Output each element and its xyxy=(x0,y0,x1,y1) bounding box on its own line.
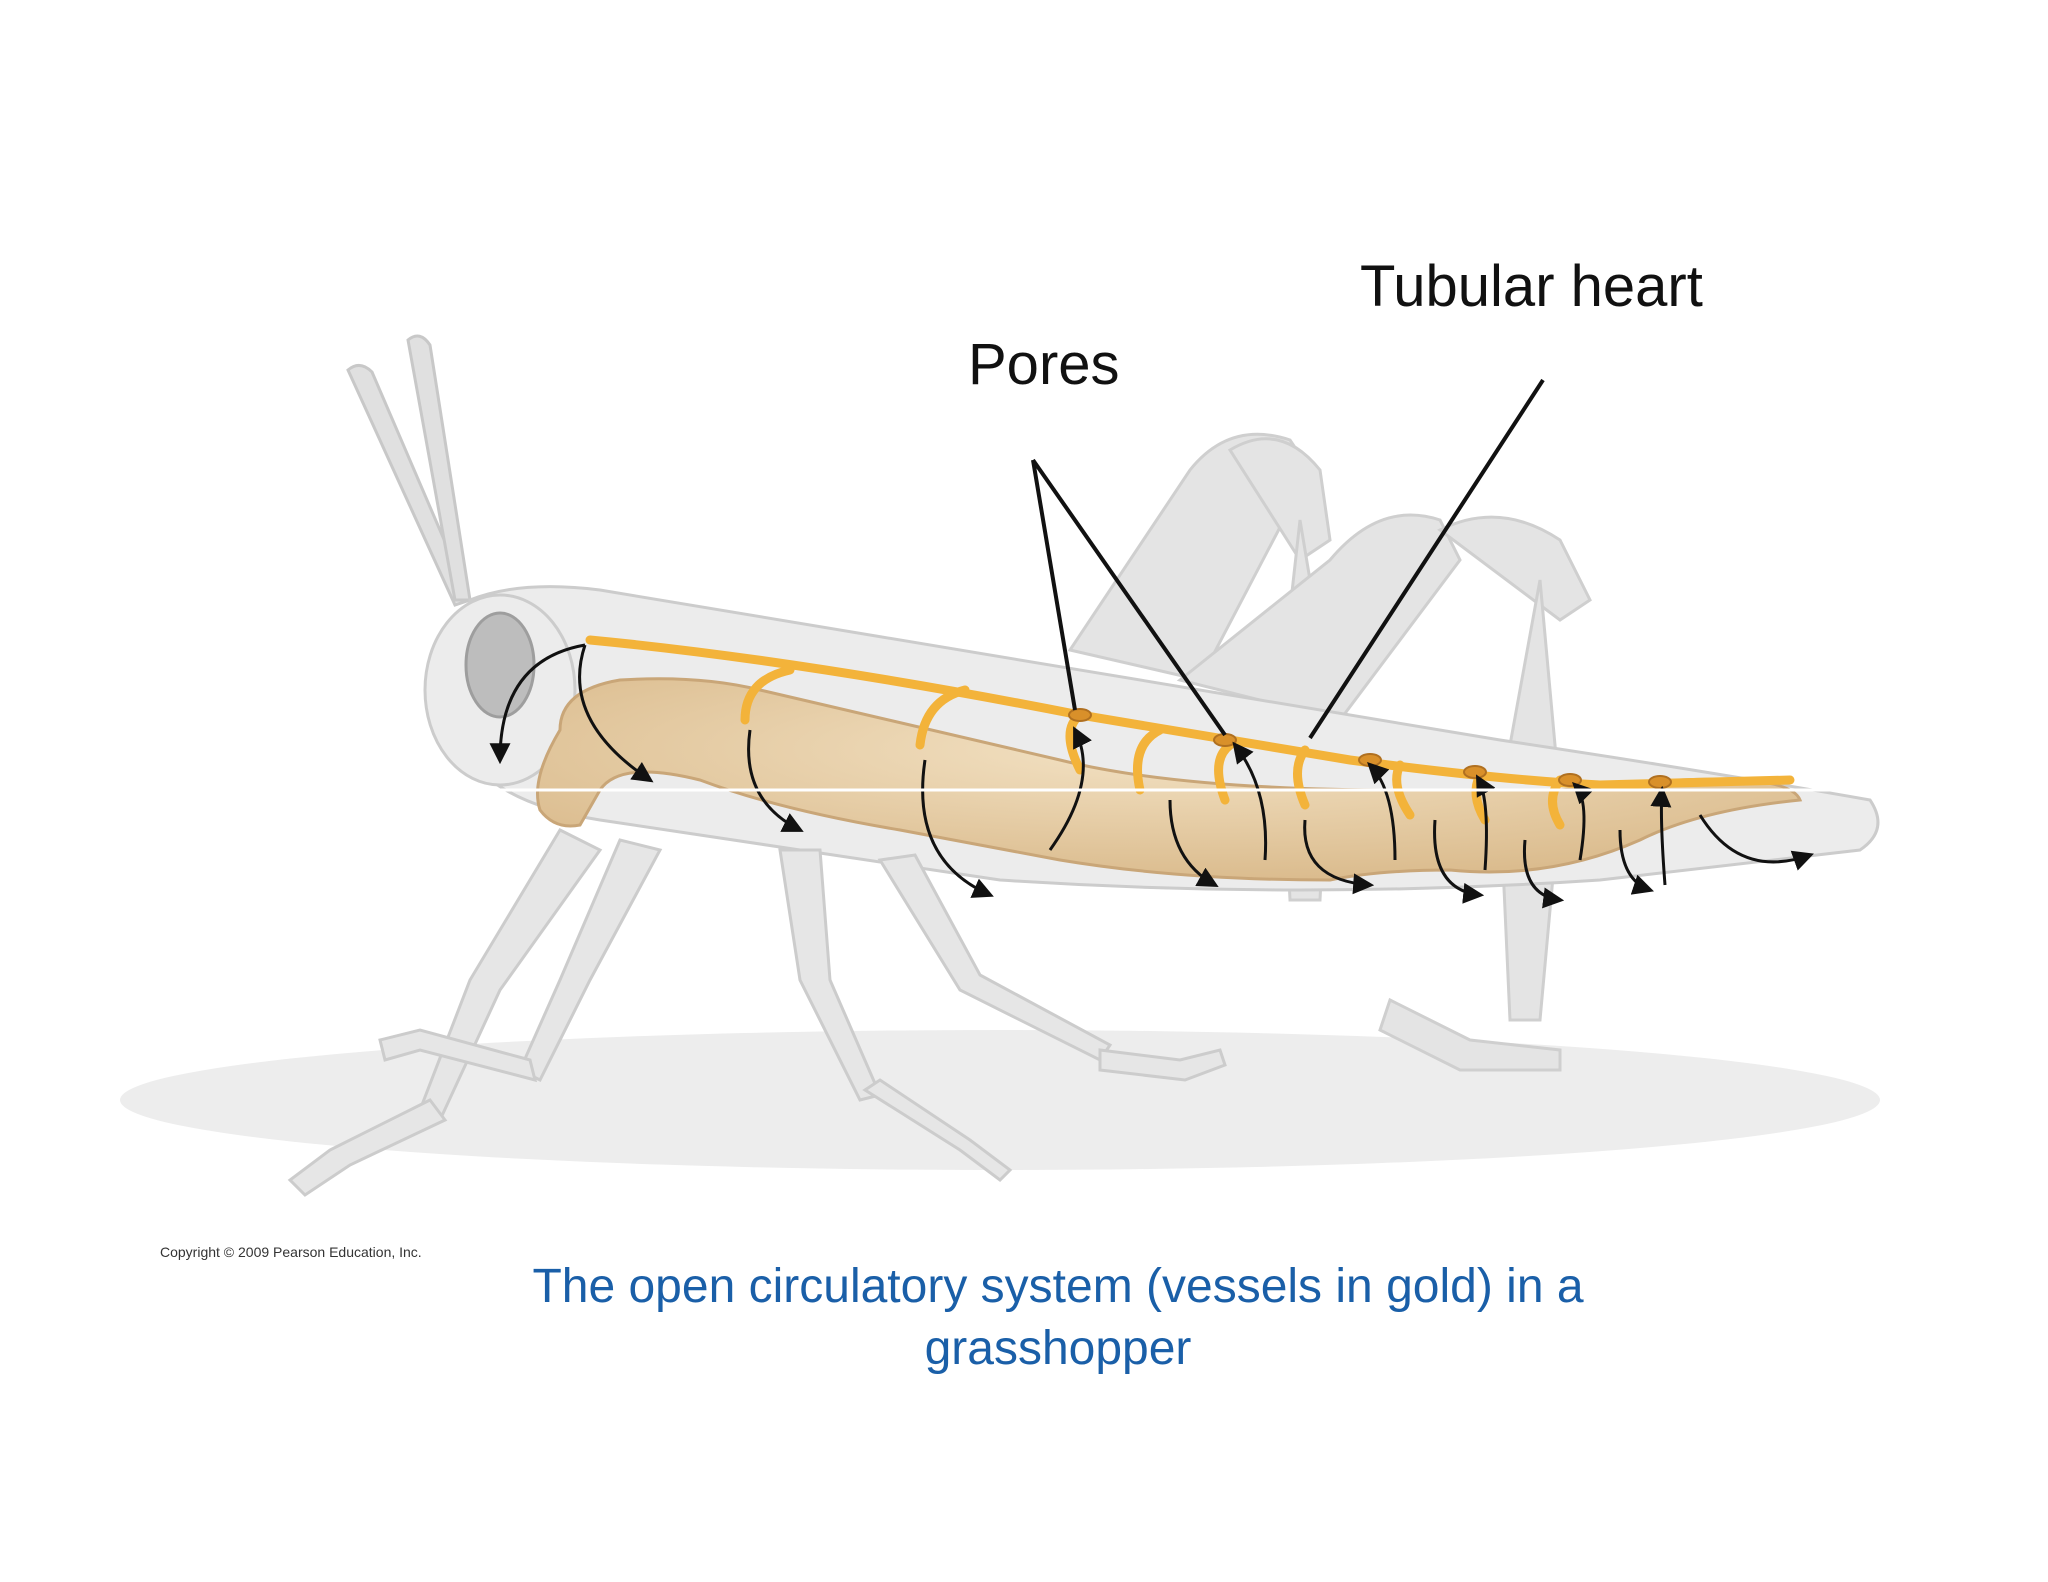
figure-caption: The open circulatory system (vessels in … xyxy=(532,1260,1584,1375)
pores-callout-line-2 xyxy=(1031,458,1227,737)
circulation-arrows xyxy=(489,643,1814,909)
tubular-heart-label: Tubular heart xyxy=(1360,254,1703,319)
vessels xyxy=(585,635,1795,830)
ground-shadow xyxy=(120,1030,1880,1170)
front-legs xyxy=(287,828,1227,1197)
compound-eye xyxy=(464,611,536,719)
pores-markers xyxy=(1068,708,1672,789)
pores-label: Pores xyxy=(968,332,1120,397)
callout-lines xyxy=(1031,378,1545,740)
digestive-tract xyxy=(536,677,1803,882)
pores-callout-line-1 xyxy=(1031,459,1077,711)
antennae xyxy=(346,334,473,607)
copyright-notice: Copyright © 2009 Pearson Education, Inc. xyxy=(160,1244,422,1260)
heart-callout-line xyxy=(1308,378,1545,740)
